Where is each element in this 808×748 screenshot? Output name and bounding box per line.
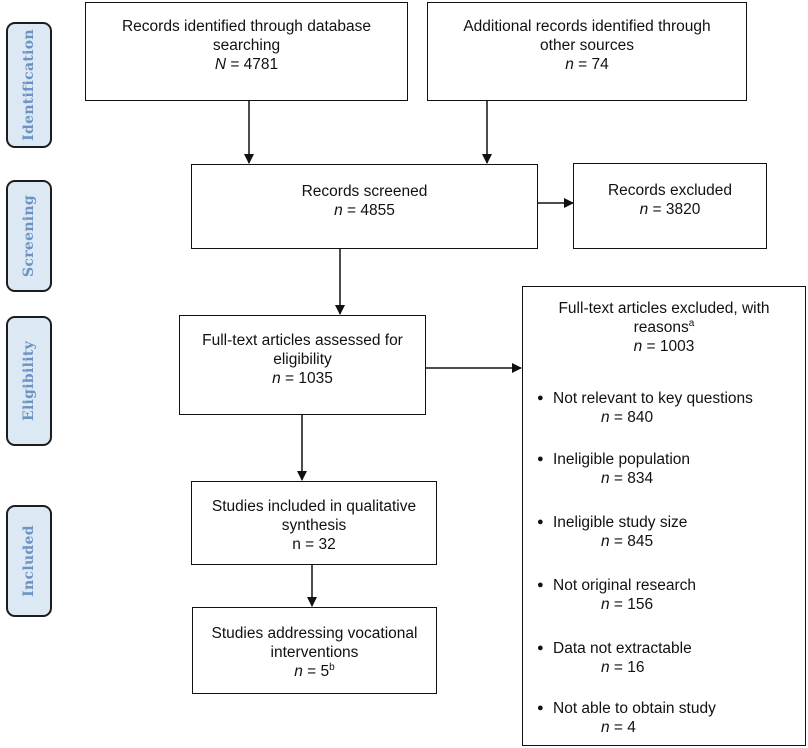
reason-item: Not relevant to key questions n = 840 (537, 389, 753, 427)
fulltext-line2: eligibility (273, 351, 332, 368)
reason-label: Ineligible population (537, 450, 690, 469)
reason-count: n = 16 (601, 659, 645, 676)
box-vocational-interventions: Studies addressing vocational interventi… (192, 607, 437, 694)
vocational-line1: Studies addressing vocational (211, 625, 418, 642)
qualitative-count: n = 32 (292, 536, 336, 553)
fulltext-count: n = 1035 (272, 370, 333, 387)
reason-item: Data not extractable n = 16 (537, 639, 692, 677)
reason-item: Not able to obtain study n = 4 (537, 699, 716, 737)
excluded-count: n = 3820 (639, 201, 701, 218)
db-line1: Records identified through database (121, 18, 372, 35)
reason-count: n = 4 (601, 719, 636, 736)
stage-identification: Identification (6, 22, 52, 148)
reason-count: n = 834 (601, 470, 654, 487)
fulltext-excluded-count: n = 1003 (633, 338, 695, 355)
stage-eligibility: Eligibility (6, 316, 52, 446)
qualitative-line2: synthesis (281, 517, 347, 534)
box-other-sources: Additional records identified through ot… (427, 2, 747, 101)
box-fulltext-assessed: Full-text articles assessed for eligibil… (179, 315, 426, 415)
qualitative-line1: Studies included in qualitative (211, 498, 417, 515)
reason-item: Ineligible study size n = 845 (537, 513, 687, 551)
box-qualitative-synthesis: Studies included in qualitative synthesi… (191, 481, 437, 565)
reason-count: n = 156 (601, 596, 654, 613)
box-records-excluded: Records excluded n = 3820 (573, 163, 767, 249)
vocational-line2: interventions (270, 644, 359, 661)
screened-line1: Records screened (301, 183, 428, 200)
fulltext-excluded-line1: Full-text articles excluded, with (558, 300, 770, 317)
reason-label: Not original research (537, 576, 696, 595)
db-line2: searching (212, 37, 281, 54)
reason-label: Ineligible study size (537, 513, 687, 532)
screened-count: n = 4855 (334, 202, 395, 219)
fulltext-excluded-header: Full-text articles excluded, with reason… (523, 299, 805, 356)
box-records-screened: Records screened n = 4855 (191, 164, 538, 249)
fulltext-line1: Full-text articles assessed for (202, 332, 403, 349)
stage-screening: Screening (6, 180, 52, 292)
db-count: N = 4781 (214, 56, 279, 73)
vocational-count: n = 5b (294, 661, 335, 680)
other-count: n = 74 (565, 56, 609, 73)
fulltext-excluded-footnote-mark: a (688, 317, 695, 329)
reason-item: Ineligible population n = 834 (537, 450, 690, 488)
stage-included: Included (6, 505, 52, 617)
reason-label: Not able to obtain study (537, 699, 716, 718)
other-line1: Additional records identified through (463, 18, 711, 35)
excluded-line1: Records excluded (607, 182, 733, 199)
fulltext-excluded-line2: reasonsa (633, 317, 695, 336)
reason-label: Not relevant to key questions (537, 389, 753, 408)
reason-item: Not original research n = 156 (537, 576, 696, 614)
reason-label: Data not extractable (537, 639, 692, 658)
reason-count: n = 840 (601, 409, 654, 426)
reason-count: n = 845 (601, 533, 654, 550)
box-fulltext-excluded: Full-text articles excluded, with reason… (522, 286, 806, 746)
box-database-records: Records identified through database sear… (85, 2, 408, 101)
vocational-footnote-mark: b (329, 661, 335, 673)
other-line2: other sources (540, 37, 634, 54)
